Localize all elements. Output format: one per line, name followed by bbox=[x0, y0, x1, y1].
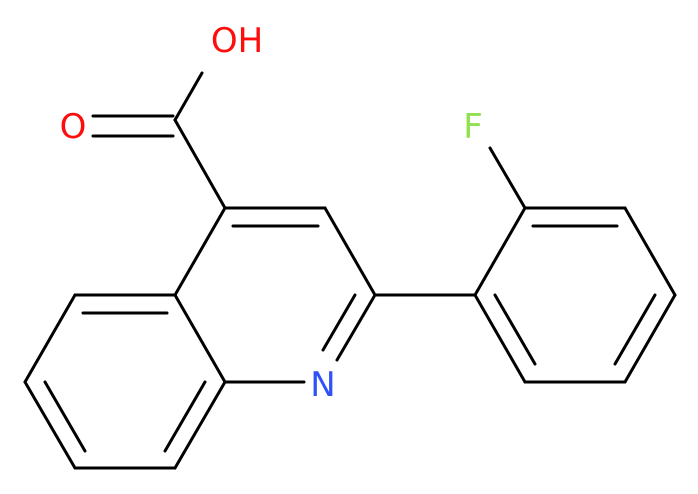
bond-c4a-c4 bbox=[173, 206, 227, 297]
bond-c-oh bbox=[173, 71, 204, 122]
bond-c1p-c2p bbox=[473, 206, 527, 297]
bond-c3-c2 bbox=[323, 206, 377, 297]
bond-c5-c6 bbox=[23, 293, 77, 384]
bond-c6p-c1p-inner bbox=[493, 293, 537, 366]
atom-label-f: F bbox=[463, 107, 483, 147]
bond-c2p-f bbox=[488, 146, 527, 210]
bond-c4p-c5p bbox=[623, 293, 677, 384]
bond-c6-c7 bbox=[23, 380, 77, 470]
atom-label-o: O bbox=[60, 107, 87, 147]
bond-c8-c8a bbox=[173, 380, 227, 470]
atom-label-n: N bbox=[310, 365, 335, 405]
bond-c6p-c1p bbox=[473, 293, 527, 384]
bond-c2-n-inner bbox=[321, 293, 357, 352]
bond-c4-cooh bbox=[173, 118, 227, 210]
bond-c2-n bbox=[335, 293, 377, 362]
bond-c8-c8a-inner bbox=[163, 380, 207, 453]
bond-c8a-c4a bbox=[173, 293, 227, 384]
bond-c4p-c5p-inner bbox=[613, 293, 657, 366]
bond-c3p-c4p bbox=[623, 206, 677, 297]
atom-label-oh: OH bbox=[211, 21, 263, 61]
bond-c6-c7-inner bbox=[43, 380, 87, 453]
